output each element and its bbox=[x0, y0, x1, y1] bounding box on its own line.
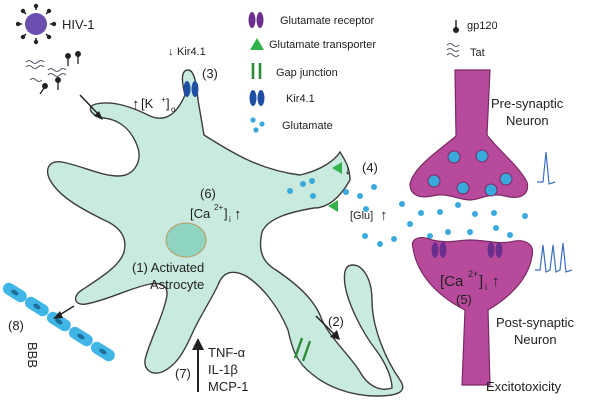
legend: Glutamate receptor Glutamate transporter… bbox=[248, 12, 498, 133]
step-8-label: (8) bbox=[8, 318, 24, 333]
cytokine-il1b: IL-1β bbox=[208, 362, 238, 377]
glutamate-transporter-icon bbox=[328, 162, 342, 212]
glutamate-level-label: [Glu] ↑ bbox=[350, 207, 388, 224]
cytokine-tnf: TNF-α bbox=[208, 345, 246, 360]
post-synaptic-label-line2: Neuron bbox=[514, 332, 557, 347]
bbb-arrow bbox=[53, 305, 75, 319]
pre-synaptic-label-line1: Pre-synaptic bbox=[491, 96, 564, 111]
excitotoxicity-label: Excitotoxicity bbox=[486, 379, 562, 394]
svg-text:[K: [K bbox=[141, 96, 154, 111]
svg-text:+: + bbox=[161, 95, 166, 104]
legend-label-glutamate-transporter: Glutamate transporter bbox=[269, 39, 376, 51]
svg-text:2+: 2+ bbox=[468, 269, 478, 279]
glutamate-icon bbox=[250, 117, 265, 133]
pre-synaptic-trace bbox=[537, 151, 556, 185]
hiv-virus-icon bbox=[15, 3, 57, 45]
gap-junction-arrow bbox=[315, 315, 340, 340]
legend-label-glutamate: Glutamate bbox=[282, 120, 333, 132]
svg-text:[Ca: [Ca bbox=[190, 206, 211, 221]
hiv-label: HIV-1 bbox=[62, 17, 95, 32]
svg-text:↑: ↑ bbox=[492, 273, 500, 290]
legend-label-kir41: Kir4.1 bbox=[286, 93, 315, 105]
pre-synaptic-label-line2: Neuron bbox=[506, 113, 549, 128]
step-4-label: (4) bbox=[362, 160, 378, 175]
step-5-label: (5) bbox=[456, 292, 472, 307]
svg-text:↑: ↑ bbox=[234, 206, 242, 223]
kir41-channel-icon bbox=[183, 81, 199, 97]
svg-text:o: o bbox=[171, 105, 176, 114]
gap-junction-icon bbox=[251, 63, 262, 79]
glutamate-transporter-icon bbox=[250, 38, 264, 50]
bbb-label: BBB bbox=[25, 342, 40, 368]
svg-text:↑: ↑ bbox=[380, 207, 388, 224]
potassium-label: ↑ [K + ] o bbox=[132, 95, 176, 114]
glutamate-molecules bbox=[287, 178, 528, 247]
legend-label-gap-junction: Gap junction bbox=[276, 67, 338, 79]
astrocyte-cell bbox=[46, 69, 404, 397]
svg-text:]: ] bbox=[479, 273, 483, 290]
legend-label-gp120: gp120 bbox=[467, 20, 498, 32]
cytokine-up-arrow bbox=[192, 338, 204, 392]
astrocyte-nucleus bbox=[165, 222, 207, 258]
transporter-down-arrow: ↓ bbox=[344, 161, 352, 178]
astrocyte-calcium-label: [Ca 2+ ] i ↑ bbox=[190, 203, 242, 224]
svg-text:i: i bbox=[229, 215, 231, 224]
svg-text:]: ] bbox=[224, 206, 228, 221]
svg-text:[Ca: [Ca bbox=[440, 273, 464, 290]
virus-entry-arrow bbox=[79, 94, 103, 120]
step-3-label: (3) bbox=[202, 66, 218, 81]
post-synaptic-neuron bbox=[411, 237, 534, 386]
step-6-label: (6) bbox=[200, 186, 216, 201]
step-1-label: (1) Activated bbox=[132, 260, 204, 275]
pre-synaptic-neuron bbox=[409, 69, 529, 201]
step-2-label: (2) bbox=[328, 314, 344, 329]
legend-label-glutamate-receptor: Glutamate receptor bbox=[280, 15, 374, 27]
kir41-icon bbox=[249, 90, 265, 106]
tat-icon bbox=[446, 43, 460, 57]
svg-text:i: i bbox=[485, 282, 487, 292]
svg-text:]: ] bbox=[166, 96, 170, 111]
svg-text:2+: 2+ bbox=[214, 203, 223, 212]
kir-down-arrow: ↓ bbox=[168, 46, 174, 58]
post-synaptic-trace bbox=[535, 242, 573, 273]
cytokine-mcp1: MCP-1 bbox=[208, 379, 248, 394]
neuron-calcium-label: [Ca 2+ ] i ↑ bbox=[440, 269, 500, 292]
tat-molecules-icon bbox=[25, 60, 67, 82]
post-synaptic-label-line1: Post-synaptic bbox=[496, 315, 575, 330]
svg-text:↑: ↑ bbox=[132, 96, 140, 113]
gp120-molecules-icon bbox=[39, 51, 81, 95]
glutamate-receptor-icon bbox=[248, 12, 264, 28]
kir-label: Kir4.1 bbox=[177, 46, 206, 58]
synaptic-vesicles bbox=[427, 149, 513, 197]
glutamate-receptor-icon bbox=[431, 242, 503, 258]
svg-text:[Glu]: [Glu] bbox=[350, 210, 373, 222]
gp120-icon bbox=[453, 20, 459, 33]
step-7-label: (7) bbox=[175, 366, 191, 381]
astrocyte-label: Astrocyte bbox=[150, 277, 204, 292]
gap-junction-icon bbox=[293, 337, 312, 362]
bbb-endothelial-cells bbox=[2, 282, 115, 362]
legend-label-tat: Tat bbox=[470, 47, 485, 59]
